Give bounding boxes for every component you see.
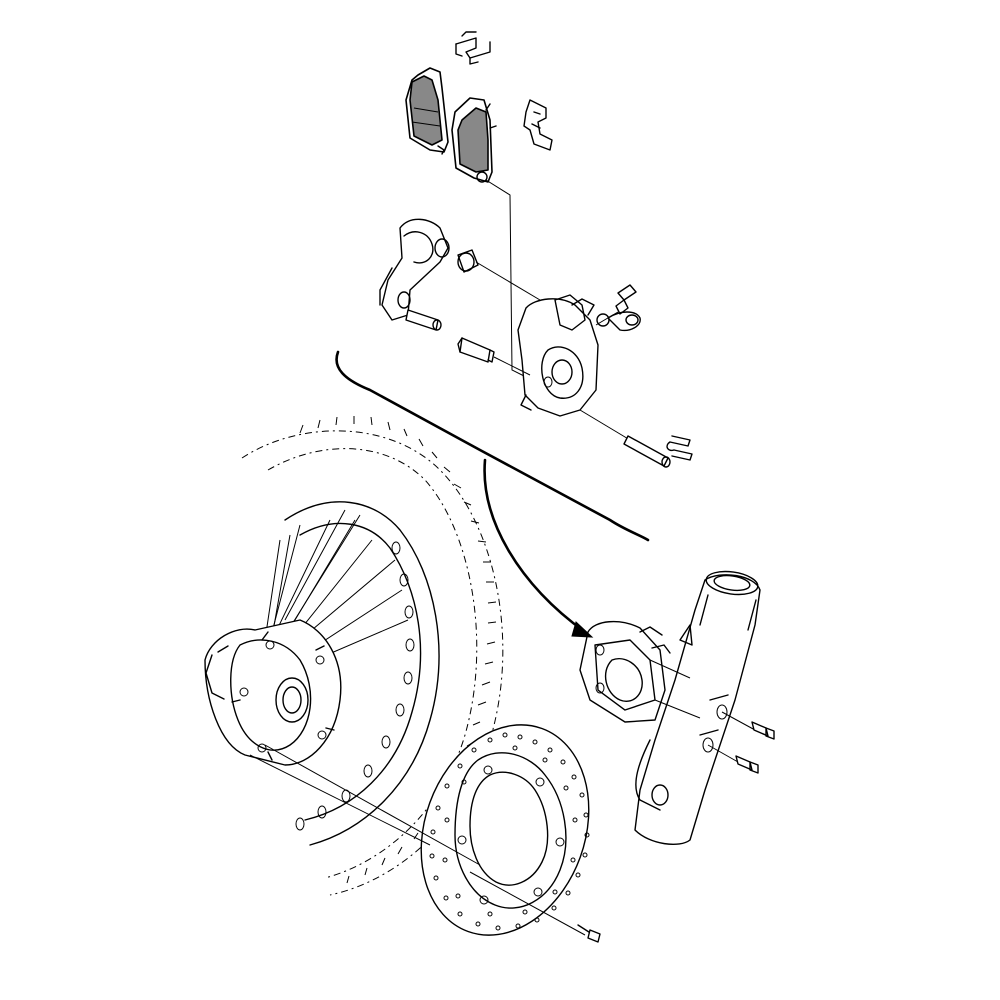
caliper-mount-bolt-icon	[707, 711, 775, 774]
caliper-bracket-icon	[379, 218, 450, 331]
callout-bracket	[335, 350, 650, 638]
pad-pin-icon	[579, 409, 671, 468]
bleed-cap-icon	[596, 311, 641, 332]
brake-disc-icon	[420, 724, 590, 936]
pad-pin-clip-icon	[666, 435, 693, 461]
brake-pad-inner-icon	[405, 67, 449, 155]
disc-bolt-icon	[577, 924, 601, 943]
slide-pin-boot-icon	[457, 249, 541, 301]
front-fork-leg-icon	[634, 570, 761, 845]
front-wheel-icon	[204, 416, 504, 896]
slide-pin-icon	[457, 337, 531, 376]
bleed-screw-icon	[595, 284, 637, 326]
pad-support-icon	[523, 99, 553, 151]
pad-spring-icon	[455, 31, 491, 65]
caliper-body-icon	[517, 294, 599, 417]
installed-caliper-icon	[579, 621, 701, 723]
disc-hub-leader-lines	[249, 744, 586, 936]
brake-pad-outer-icon	[451, 97, 497, 183]
